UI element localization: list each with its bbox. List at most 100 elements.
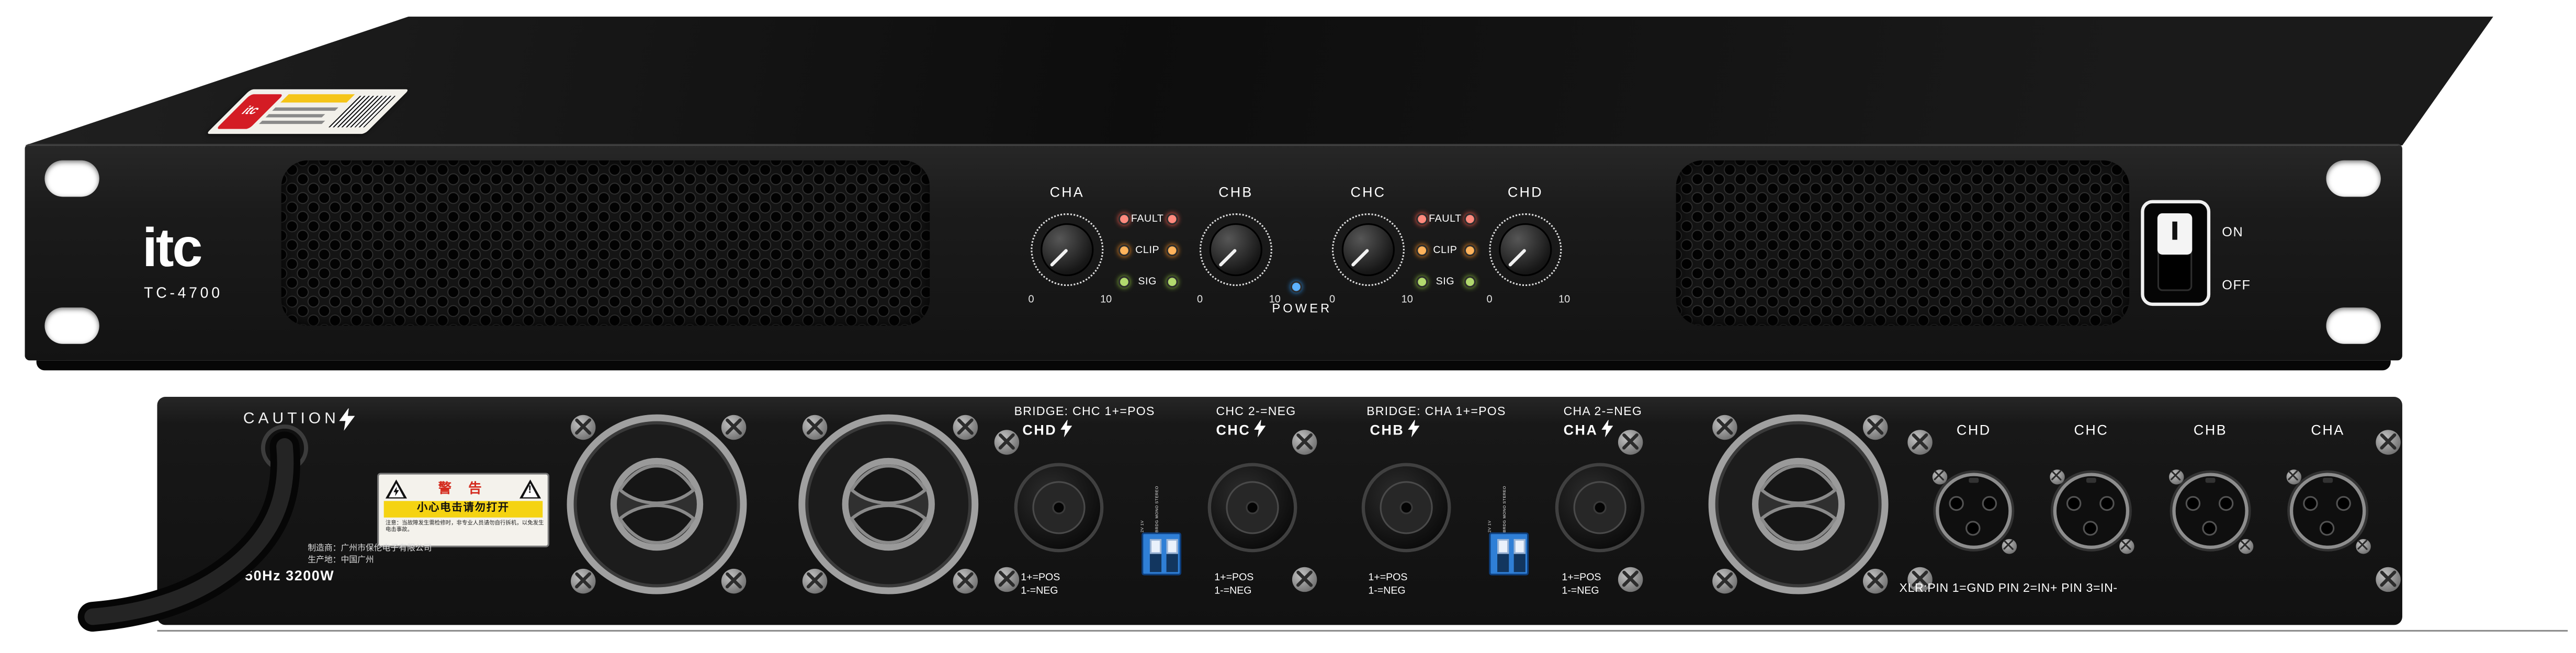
xlr-label-chb: CHB <box>2193 420 2228 438</box>
sticker-stripe <box>280 94 355 103</box>
front-panel: itc TC-4700 CHA 0 10 FAULT CLIP SIG CHB <box>25 144 2402 361</box>
screw <box>570 414 595 439</box>
output-label-chb: CHB <box>1370 420 1405 438</box>
cooling-fan <box>1708 414 1889 594</box>
clip-led-label: CLIP <box>1135 244 1160 256</box>
polarity-neg: 1-=NEG <box>1021 584 1058 597</box>
chassis-top-face <box>25 16 2493 146</box>
screw <box>2168 468 2183 484</box>
dip-switch[interactable] <box>1489 532 1529 576</box>
clip-led-label: CLIP <box>1433 244 1458 256</box>
knob-cap <box>1041 223 1094 277</box>
bridge-note: CHA 2-=NEG <box>1563 403 1643 418</box>
fault-led <box>1463 212 1475 224</box>
rack-ear-hole <box>44 160 99 197</box>
knob-scale-max: 10 <box>1269 294 1281 306</box>
output-label-chd: CHD <box>1022 420 1057 438</box>
power-label: POWER <box>1272 301 1332 316</box>
screw <box>1711 568 1737 593</box>
dip-mode-labels: BRDG MONO STEREO <box>1502 486 1507 533</box>
xlr-input-chc <box>2053 473 2130 549</box>
sticker-text-line <box>273 107 338 110</box>
speakon-center <box>1052 501 1066 514</box>
output-label-chc: CHC <box>1216 420 1251 438</box>
screw <box>801 568 827 593</box>
speakon-output-chc <box>1207 463 1297 553</box>
screw <box>1906 566 1932 591</box>
clip-led <box>1117 244 1129 256</box>
gain-knob-cha[interactable] <box>1031 213 1104 287</box>
dip-knob[interactable] <box>1513 539 1525 554</box>
knob-scale-max: 10 <box>1401 294 1413 306</box>
xlr-pin-hole <box>2066 496 2082 511</box>
xlr-pin-hole <box>1949 496 1964 511</box>
xlr-latch-notch <box>2085 477 2096 483</box>
knob-scale-min: 0 <box>1329 294 1336 306</box>
xlr-pin-hole <box>2099 496 2115 511</box>
dip-sensitivity-labels: 2V 1V <box>1488 520 1492 533</box>
xlr-input-chb <box>2172 473 2249 549</box>
speakon-output-cha <box>1555 463 1645 553</box>
dip-slot <box>1149 539 1161 572</box>
gain-knob-chb[interactable] <box>1199 213 1272 287</box>
xlr-latch-notch <box>2322 477 2332 483</box>
screw <box>1862 414 1887 439</box>
gain-knob-chc[interactable] <box>1331 213 1405 287</box>
manufacturer-line: 生产地：中国广州 <box>308 555 374 565</box>
bridge-note: BRIDGE: CHA 1+=POS <box>1366 403 1506 418</box>
screw <box>2375 566 2400 591</box>
sticker-text-line <box>266 114 325 117</box>
xlr-pin-hole <box>2202 521 2217 536</box>
xlr-latch-notch <box>1968 477 1978 483</box>
polarity-pos: 1+=POS <box>1562 572 1601 584</box>
channel-label-chb: CHB <box>1218 184 1253 200</box>
power-switch[interactable] <box>2141 200 2211 306</box>
screw <box>993 429 1019 454</box>
cooling-fan <box>798 414 979 594</box>
dip-knob[interactable] <box>1496 539 1508 554</box>
channel-label-chc: CHC <box>1350 184 1386 200</box>
clip-led <box>1415 244 1427 256</box>
dip-slot <box>1513 539 1525 572</box>
xlr-pin-hole <box>2185 496 2201 511</box>
rocker-on-mark <box>2173 221 2177 240</box>
screw <box>2118 538 2134 553</box>
fault-led <box>1165 212 1178 224</box>
dip-switch[interactable] <box>1142 532 1182 576</box>
xlr-pin-hole <box>1965 521 1981 536</box>
xlr-label-chd: CHD <box>1956 420 1991 438</box>
knob-tick-ring <box>1489 213 1562 287</box>
warning-title: 警 告 <box>438 480 489 496</box>
screw <box>2375 429 2400 454</box>
xlr-pinout-note: XLR:PIN 1=GND PIN 2=IN+ PIN 3=IN- <box>1899 579 2118 594</box>
gain-knob-chd[interactable] <box>1489 213 1562 287</box>
screw <box>1906 429 1932 454</box>
speakon-output-chd <box>1014 463 1104 553</box>
signal-led-label: SIG <box>1436 275 1455 287</box>
manufacturer-line: 制造商：广州市保伦电子有限公司 <box>308 543 432 553</box>
dip-knob[interactable] <box>1165 539 1178 554</box>
fault-led <box>1415 212 1427 224</box>
speakon-center <box>1246 501 1259 514</box>
model-number: TC-4700 <box>144 284 223 301</box>
switch-off-label: OFF <box>2222 278 2251 293</box>
clip-led <box>1165 244 1178 256</box>
lightning-bolt-icon <box>1408 419 1420 438</box>
screw <box>2049 468 2064 484</box>
knob-scale-min: 0 <box>1197 294 1203 306</box>
sticker-text-line <box>259 120 325 123</box>
lightning-bolt-icon <box>393 486 399 497</box>
polarity-pos: 1+=POS <box>1214 572 1254 584</box>
polarity-pos: 1+=POS <box>1021 572 1060 584</box>
signal-led <box>1415 275 1427 287</box>
dip-knob[interactable] <box>1149 539 1161 554</box>
signal-led <box>1117 275 1129 287</box>
exclamation-mark: ! <box>528 484 532 496</box>
screw <box>952 414 977 439</box>
brand-logo: itc <box>142 216 202 278</box>
rack-ear-hole <box>2326 307 2381 344</box>
lightning-bolt-icon <box>1601 419 1613 438</box>
dip-slot <box>1496 539 1508 572</box>
screw <box>1711 414 1737 439</box>
